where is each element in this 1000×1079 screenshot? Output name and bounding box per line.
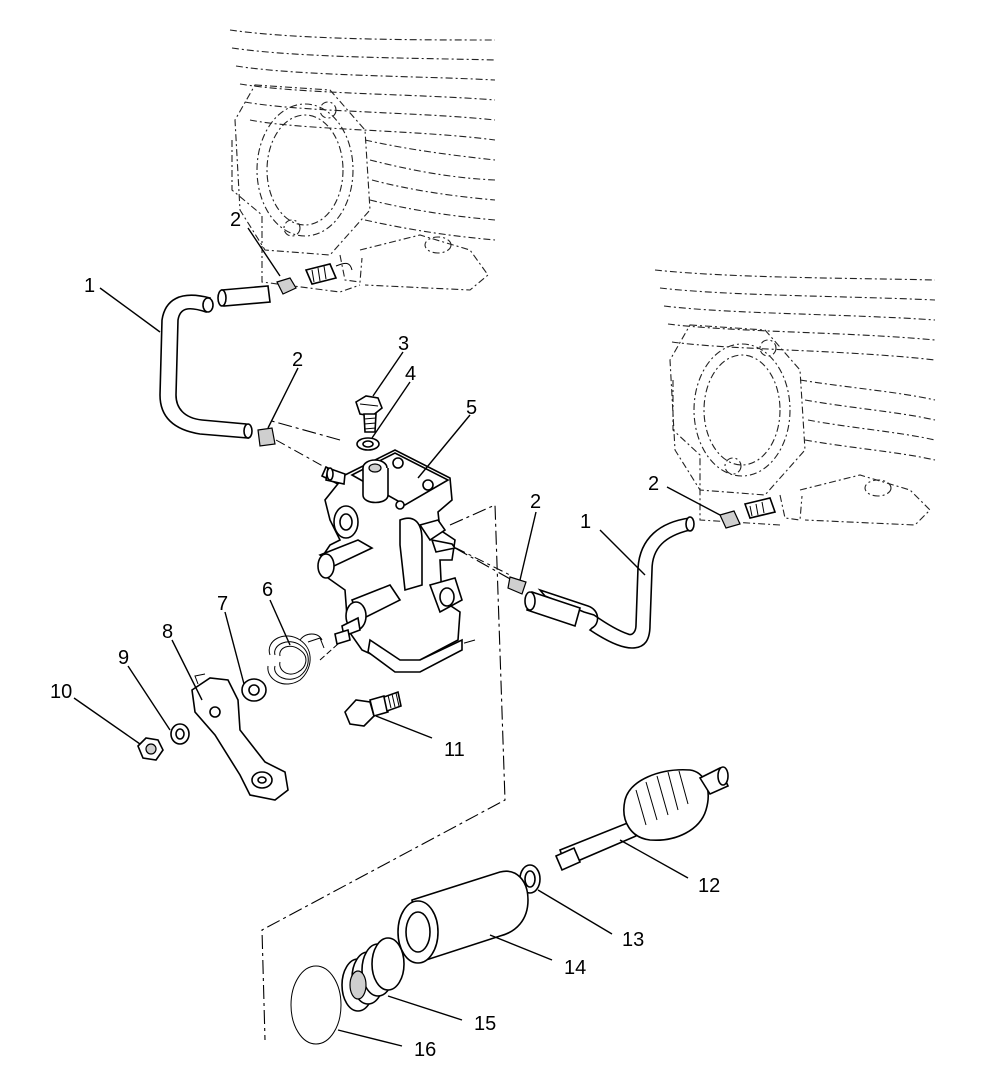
callout-2-center: 2 xyxy=(530,491,541,513)
callout-3: 3 xyxy=(398,333,409,355)
callout-7: 7 xyxy=(217,593,228,615)
clamp-right-lower xyxy=(507,576,527,595)
callout-8: 8 xyxy=(162,621,173,643)
bushing-sleeve xyxy=(397,870,529,964)
callout-15: 15 xyxy=(474,1013,496,1035)
callout-14: 14 xyxy=(564,957,586,979)
callout-4: 4 xyxy=(405,363,416,385)
callout-1-right: 1 xyxy=(580,511,591,533)
lock-washer xyxy=(170,723,190,745)
callout-1-upper: 1 xyxy=(84,275,95,297)
return-spring xyxy=(267,633,325,685)
pressure-spring xyxy=(341,937,405,1012)
washer-7 xyxy=(241,678,267,702)
washer-4 xyxy=(356,437,380,451)
thrust-washer xyxy=(519,864,541,894)
callout-10: 10 xyxy=(50,681,72,703)
callout-11: 11 xyxy=(444,739,465,761)
bleed-screw xyxy=(355,395,383,433)
callout-13: 13 xyxy=(622,929,644,951)
assembly-boundary-line xyxy=(261,504,506,1041)
o-ring xyxy=(290,965,342,1045)
oil-pump-body xyxy=(317,449,513,673)
callout-16: 16 xyxy=(414,1039,436,1061)
cylinder-left xyxy=(229,29,496,293)
callout-2-upper-middle: 2 xyxy=(292,349,303,371)
control-lever xyxy=(191,673,289,801)
hose-left xyxy=(159,285,271,439)
callout-12: 12 xyxy=(698,875,720,897)
drive-shaft-gear xyxy=(554,766,730,872)
callout-2-top: 2 xyxy=(230,209,241,231)
nut xyxy=(137,737,164,761)
callout-5: 5 xyxy=(466,397,477,419)
leader-lines xyxy=(73,227,721,1047)
mounting-bolt xyxy=(344,690,402,727)
callout-9: 9 xyxy=(118,647,129,669)
hose-right xyxy=(524,516,695,649)
callout-2-right: 2 xyxy=(648,473,659,495)
callout-labels: 1 1 2 2 2 2 3 4 5 6 7 8 9 10 11 12 13 14… xyxy=(50,209,720,1061)
cylinder-right xyxy=(654,269,936,526)
callout-6: 6 xyxy=(262,579,273,601)
pump-input-shaft xyxy=(334,628,351,646)
clamp-upper xyxy=(276,262,353,295)
clamp-right-upper xyxy=(719,497,777,529)
